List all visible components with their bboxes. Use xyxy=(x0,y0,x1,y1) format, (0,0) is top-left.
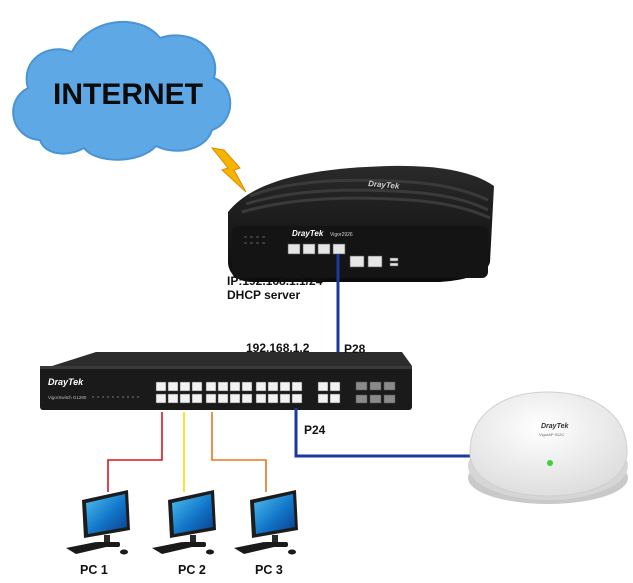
pc-2 xyxy=(152,490,216,555)
pc2-mouse xyxy=(206,549,214,555)
router-front-panel xyxy=(232,226,488,278)
router-model: Vigor2926 xyxy=(330,232,353,238)
pc-3 xyxy=(234,490,298,555)
pc1-stand xyxy=(96,542,120,547)
switch-brand: DrayTek xyxy=(48,377,84,387)
router-wave-pattern xyxy=(241,178,491,220)
network-switch: DrayTek VigorSwitch G1280 xyxy=(40,352,412,410)
pc3-mouse xyxy=(288,549,296,555)
pc1-mouse xyxy=(120,549,128,555)
ap-body xyxy=(469,391,628,497)
router-brand: DrayTek xyxy=(292,229,324,238)
router-dhcp-label: DHCP server xyxy=(227,288,301,302)
router-lan-ports xyxy=(287,243,399,268)
uplink-port-label: P28 xyxy=(344,342,366,356)
ap-status-led xyxy=(547,460,553,466)
lightning-icon xyxy=(210,147,247,193)
cloud-label: INTERNET xyxy=(53,78,203,111)
pc3-label: PC 3 xyxy=(255,563,283,577)
cloud-shape xyxy=(12,20,232,161)
pc2-label: PC 2 xyxy=(178,563,206,577)
ap-port-label: P24 xyxy=(304,423,326,437)
switch-ip-label: 192.168.1.2 xyxy=(246,341,310,355)
switch-sfp-ports xyxy=(355,381,396,404)
pc3-cable xyxy=(211,412,267,492)
access-point: DrayTek VigorAP 912C xyxy=(468,391,628,504)
router: DrayTek Vigor2926 DrayTek xyxy=(228,165,494,282)
switch-top xyxy=(52,352,412,366)
pc1-screen xyxy=(86,494,127,534)
pc1-label: PC 1 xyxy=(80,563,108,577)
ap-cable xyxy=(294,408,470,458)
pc3-stand xyxy=(264,542,288,547)
switch-model: VigorSwitch G1280 xyxy=(48,395,87,400)
router-top-brand: DrayTek xyxy=(368,179,400,191)
pc1-cable xyxy=(107,412,163,492)
pc3-screen xyxy=(254,494,295,534)
internet-cloud: INTERNET xyxy=(12,20,232,161)
switch-ports xyxy=(155,381,341,404)
pc-1 xyxy=(66,490,130,555)
ap-model: VigorAP 912C xyxy=(539,432,564,437)
ap-brand: DrayTek xyxy=(541,423,569,430)
pc2-stand xyxy=(182,542,206,547)
router-ip-label: IP:192.168.1.1/24 xyxy=(227,274,323,288)
pc2-screen xyxy=(172,494,213,534)
